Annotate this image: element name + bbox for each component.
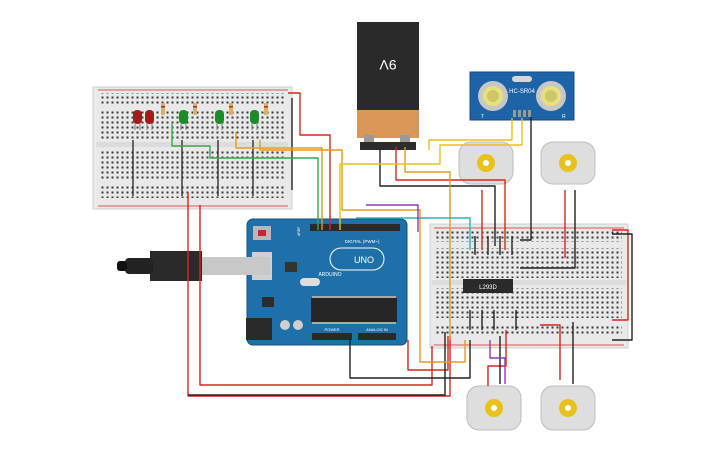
sensor-pin-t: T	[481, 114, 484, 120]
sensor-label: HC-SR04	[509, 89, 535, 95]
arduino-model: UNO	[354, 255, 374, 265]
arduino-header-digital: DIGITAL (PWM~)	[345, 239, 380, 244]
sensor-pin-r: R	[562, 114, 566, 120]
battery-label: 9V	[379, 57, 397, 73]
led-green-2	[215, 110, 224, 130]
dc-motor-icon-bottom-right	[540, 385, 596, 431]
arduino-aref: AREF	[297, 227, 301, 236]
led-green-3	[250, 110, 259, 130]
dc-motor-icon-top-right	[540, 141, 596, 185]
led-red-2	[145, 110, 154, 130]
resistors	[161, 103, 268, 115]
usb-cable-icon	[117, 251, 270, 281]
arduino-brand: ARDUINO	[318, 272, 341, 278]
wires	[171, 92, 633, 397]
breadboard-right	[429, 223, 629, 349]
led-green-1	[179, 110, 188, 130]
driver-label: L293D	[479, 285, 497, 291]
arduino-header-analog: ANALOG IN	[366, 327, 388, 332]
dc-motor-icon-top-left	[458, 141, 514, 185]
battery-9v: 9V	[357, 22, 419, 150]
arduino-uno: DIGITAL (PWM~) AREF UNO ARDUINO POWER AN…	[246, 218, 408, 346]
motor-driver-chip: L293D	[463, 279, 513, 293]
led-ground-wires	[132, 140, 254, 196]
arduino-header-power: POWER	[324, 327, 339, 332]
led-red-1	[133, 110, 142, 130]
ultrasonic-sensor: HC-SR04 T R	[469, 71, 575, 121]
dc-motor-icon-bottom-left	[466, 385, 522, 431]
